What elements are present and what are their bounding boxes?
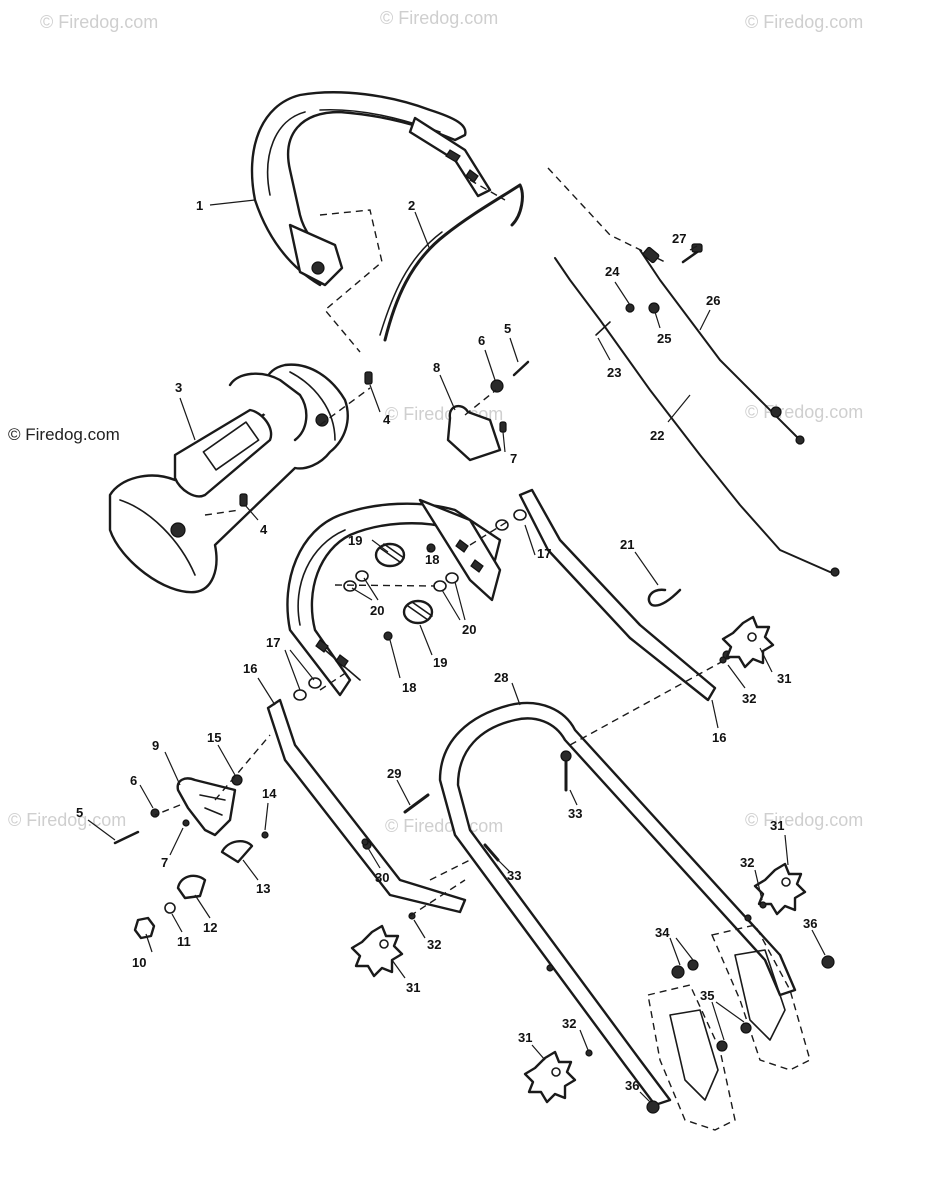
callout-31a: 31 bbox=[777, 671, 791, 686]
part-lower-handle bbox=[438, 701, 797, 1107]
callout-4a: 4 bbox=[383, 412, 391, 427]
callout-5b: 5 bbox=[76, 805, 83, 820]
callout-20a: 20 bbox=[370, 603, 384, 618]
callout-34: 34 bbox=[655, 925, 670, 940]
callout-36a: 36 bbox=[803, 916, 817, 931]
callout-7b: 7 bbox=[161, 855, 168, 870]
part-mounting-plates bbox=[647, 924, 811, 1131]
callout-17a: 17 bbox=[537, 546, 551, 561]
watermark-top-center: © Firedog.com bbox=[380, 8, 498, 28]
callout-22: 22 bbox=[650, 428, 664, 443]
callout-26: 26 bbox=[706, 293, 720, 308]
callout-23: 23 bbox=[607, 365, 621, 380]
part-latch-assembly bbox=[113, 774, 269, 940]
callout-10: 10 bbox=[132, 955, 146, 970]
callout-36b: 36 bbox=[625, 1078, 639, 1093]
callout-31c: 31 bbox=[770, 818, 784, 833]
callout-6a: 6 bbox=[478, 333, 485, 348]
callout-6b: 6 bbox=[130, 773, 137, 788]
watermark-top-right: © Firedog.com bbox=[745, 12, 863, 32]
part-small-fasteners bbox=[361, 656, 835, 1114]
part-bail-rod bbox=[379, 183, 524, 342]
callout-11: 11 bbox=[177, 934, 191, 949]
part-upper-handle bbox=[250, 91, 492, 287]
callout-29: 29 bbox=[387, 766, 401, 781]
callout-8: 8 bbox=[433, 360, 440, 375]
watermark-low-left: © Firedog.com bbox=[8, 810, 126, 830]
callout-32a: 32 bbox=[742, 691, 756, 706]
callouts: 1 2 3 4 4 5 6 7 8 27 24 25 26 23 22 21 1… bbox=[76, 198, 826, 1103]
callout-33b: 33 bbox=[507, 868, 521, 883]
callout-9: 9 bbox=[152, 738, 159, 753]
part-middle-handle bbox=[286, 498, 502, 697]
callout-35: 35 bbox=[700, 988, 714, 1003]
watermark-top-left: © Firedog.com bbox=[40, 12, 158, 32]
part-cable-clip bbox=[647, 588, 682, 607]
callout-12: 12 bbox=[203, 920, 217, 935]
callout-31d: 31 bbox=[518, 1030, 532, 1045]
callout-2: 2 bbox=[408, 198, 415, 213]
callout-1: 1 bbox=[196, 198, 203, 213]
part-knobs bbox=[350, 615, 807, 1104]
callout-5a: 5 bbox=[504, 321, 511, 336]
part-bolts bbox=[403, 750, 572, 862]
part-screws-4 bbox=[239, 371, 373, 507]
watermark-low-center: © Firedog.com bbox=[385, 816, 503, 836]
part-control-box bbox=[108, 363, 349, 594]
callout-21: 21 bbox=[620, 537, 634, 552]
callout-14: 14 bbox=[262, 786, 277, 801]
callout-20b: 20 bbox=[462, 622, 476, 637]
part-control-cables bbox=[554, 243, 840, 577]
callout-19a: 19 bbox=[348, 533, 362, 548]
callout-31b: 31 bbox=[406, 980, 420, 995]
callout-30: 30 bbox=[375, 870, 389, 885]
callout-16a: 16 bbox=[243, 661, 257, 676]
callout-3: 3 bbox=[175, 380, 182, 395]
callout-13: 13 bbox=[256, 881, 270, 896]
callout-32d: 32 bbox=[562, 1016, 576, 1031]
callout-17b: 17 bbox=[266, 635, 280, 650]
callout-24: 24 bbox=[605, 264, 620, 279]
callout-27: 27 bbox=[672, 231, 686, 246]
part-cable-bracket bbox=[446, 360, 530, 462]
callout-32c: 32 bbox=[740, 855, 754, 870]
callout-18b: 18 bbox=[402, 680, 416, 695]
callout-18a: 18 bbox=[425, 552, 439, 567]
callout-15: 15 bbox=[207, 730, 221, 745]
copyright-label: © Firedog.com bbox=[8, 425, 120, 444]
callout-19b: 19 bbox=[433, 655, 447, 670]
watermark-mid-right: © Firedog.com bbox=[745, 402, 863, 422]
callout-16b: 16 bbox=[712, 730, 726, 745]
callout-28: 28 bbox=[494, 670, 508, 685]
watermark-low-right: © Firedog.com bbox=[745, 810, 863, 830]
callout-33a: 33 bbox=[568, 806, 582, 821]
part-upper-tubes bbox=[266, 488, 732, 914]
callout-7a: 7 bbox=[510, 451, 517, 466]
callout-4b: 4 bbox=[260, 522, 268, 537]
callout-25: 25 bbox=[657, 331, 671, 346]
callout-32b: 32 bbox=[427, 937, 441, 952]
watermarks: © Firedog.com © Firedog.com © Firedog.co… bbox=[8, 8, 863, 836]
